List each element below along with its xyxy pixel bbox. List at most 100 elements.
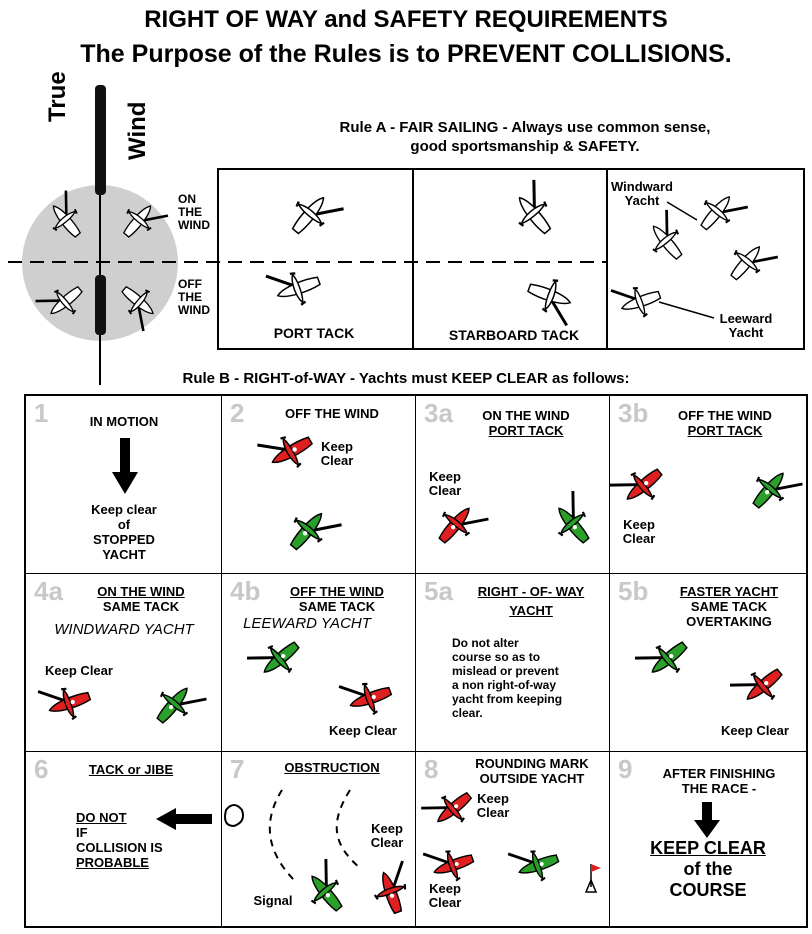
rule-b-heading: Rule B - RIGHT-of-WAY - Yachts must KEEP… [182,370,630,387]
cell-number: 9 [618,754,633,784]
down-arrow-icon [112,438,138,494]
left-arrow-icon [156,808,212,830]
true-label: True [44,71,71,122]
cell-number: 2 [230,398,245,428]
cell-title: IN MOTION [89,414,159,429]
rule-a-divider-1 [412,170,414,348]
cell-title: OBSTRUCTION [284,760,380,775]
obstruction-icon [224,804,244,828]
green-boat [542,489,605,553]
cell-4a-boats [36,673,208,736]
windward-boat-2 [637,208,697,268]
green-boat [146,673,208,736]
cell-number: 1 [34,398,49,428]
cell-2-boats [255,419,344,564]
red-boat [337,669,397,724]
port-tack-boat-top [281,182,346,248]
cell-number: 8 [424,754,439,784]
cell-title: OFF THE WIND [285,406,379,421]
red-boat [428,493,490,556]
cell-title: TACK or JIBE [88,762,174,777]
green-boat [245,626,309,689]
cell-number: 4b [230,576,261,606]
leeward-boat-2 [609,274,666,326]
green-boat [633,626,697,689]
dashed-course-1 [268,789,295,881]
red-boat [728,653,792,716]
cell-8-graphic [419,777,601,893]
cell-number: 5b [618,576,649,606]
dashed-course-2 [335,789,361,869]
keep-clear-label: Keep Clear [329,723,397,738]
starboard-boat-bottom [520,270,582,327]
dashed-divider [8,261,608,263]
cell-number: 5a [424,576,453,606]
cell-number: 3b [618,398,649,428]
starboard-boat-top [502,178,567,244]
windward-yacht-text: WINDWARD YACHT [54,621,194,638]
down-arrow-icon [694,802,720,838]
rule-a-divider-2 [606,170,608,348]
wind-arrow-top [95,85,106,195]
wind-arrow-bottom [95,275,106,335]
keep-clear-label: Keep Clear [721,723,789,738]
windward-boat-1 [690,182,750,243]
port-tack-boat-bottom [264,258,326,315]
cell-number: 6 [34,754,49,784]
signal-label: Signal [253,893,293,908]
leeward-boat-1 [720,232,780,293]
red-boat [608,453,672,516]
cell-number: 4a [34,576,63,606]
rule-a-heading: Rule A - FAIR SAILING - Always use commo… [339,119,711,155]
windward-pointer [666,201,698,221]
wind-diagram-graphic [22,85,178,385]
cell-number: 7 [230,754,245,784]
red-boat [365,859,420,919]
green-boat [295,857,358,921]
red-boat [255,419,320,481]
port-tack-label: PORT TACK [273,325,355,341]
mark-flag-icon [584,864,601,893]
leeward-yacht-text: LEEWARD YACHT [243,615,371,632]
subtitle: The Purpose of the Rules is to PREVENT C… [80,40,732,68]
green-boat [742,458,804,521]
cell-3b-boats [608,453,804,521]
keep-clear-label: Keep Clear [45,663,113,678]
rule-a-boats [264,178,780,327]
main-title: RIGHT OF WAY and SAFETY REQUIREMENTS [144,6,668,33]
